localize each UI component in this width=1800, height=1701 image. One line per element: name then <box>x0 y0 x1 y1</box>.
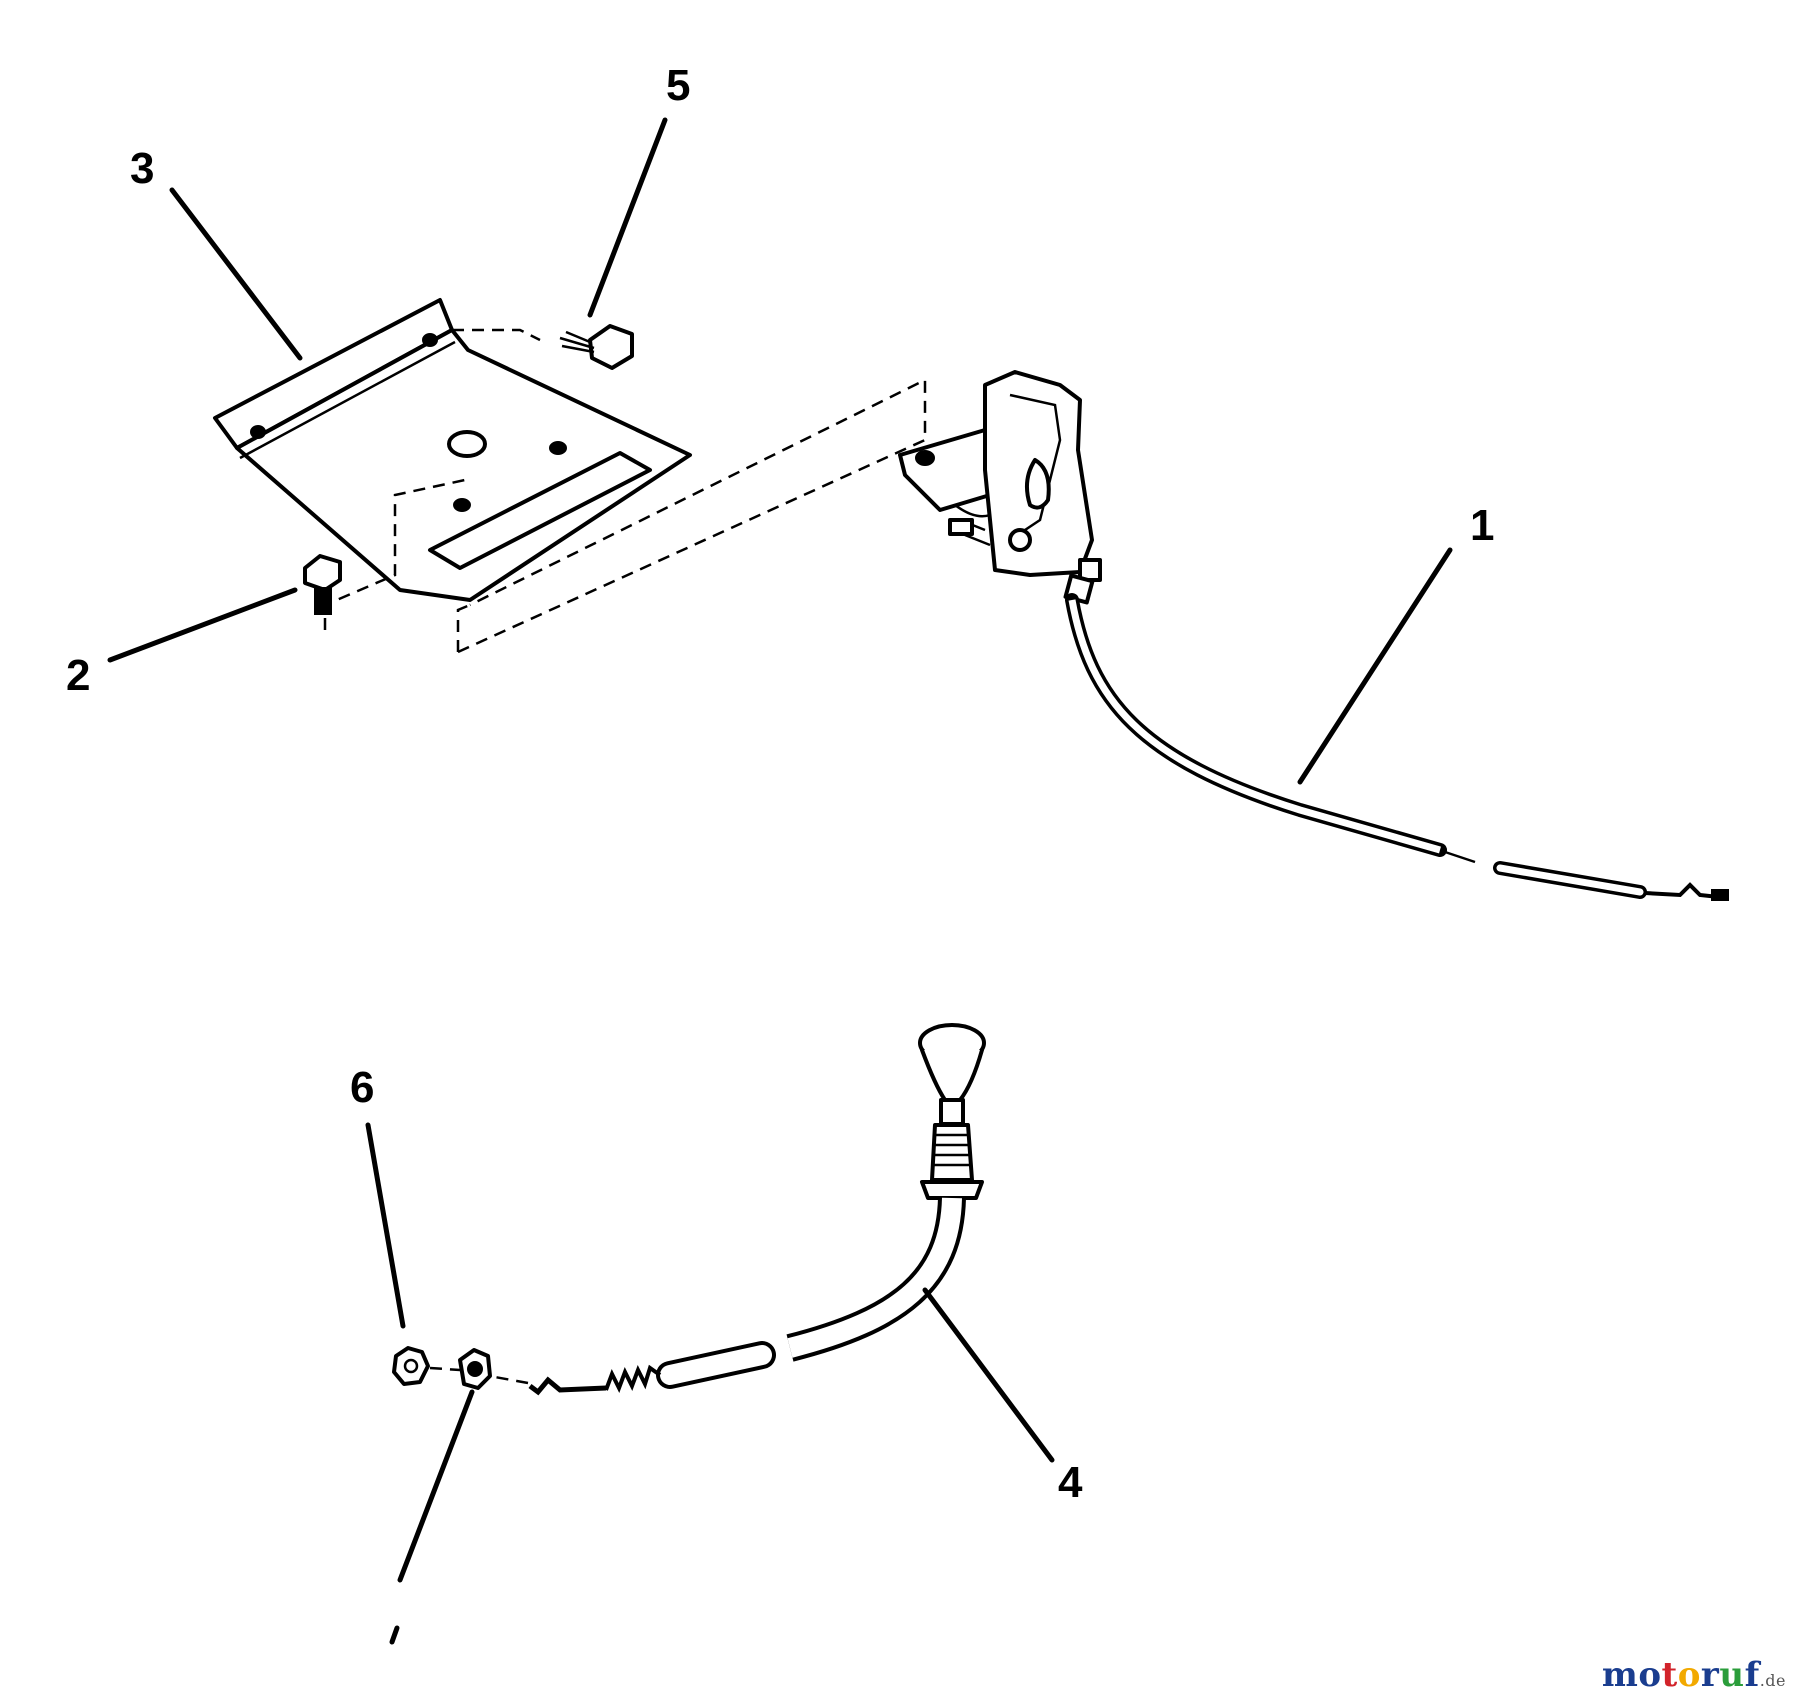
leader-lower-tail <box>389 1625 400 1645</box>
motoruf-watermark-logo: motoruf.de <box>1602 1655 1786 1695</box>
watermark-letters: motoruf <box>1602 1655 1760 1695</box>
leader-lower <box>397 1389 475 1583</box>
watermark-suffix: .de <box>1759 1671 1786 1690</box>
part-1-throttle-control <box>898 370 1729 901</box>
part-3-bracket <box>213 298 692 602</box>
callout-4: 4 <box>1058 1458 1083 1507</box>
watermark-letter: t <box>1661 1655 1678 1695</box>
callout-5: 5 <box>666 61 690 110</box>
watermark-letter: r <box>1700 1655 1720 1695</box>
part-2-bolt <box>303 554 342 615</box>
leader-5 <box>587 117 668 318</box>
part-5-screw <box>559 324 634 370</box>
watermark-letter: o <box>1677 1655 1701 1695</box>
leader-1 <box>1297 547 1453 785</box>
callout-3: 3 <box>130 144 154 193</box>
part-6-nut <box>392 1346 461 1386</box>
watermark-letter: m <box>1601 1655 1639 1695</box>
callout-1: 1 <box>1470 501 1494 550</box>
watermark-letter: u <box>1719 1655 1745 1695</box>
part-4-choke-control <box>477 1023 986 1396</box>
leader-3 <box>169 187 303 361</box>
part-nut-second <box>458 1348 492 1390</box>
leader-6 <box>365 1122 406 1329</box>
callout-2: 2 <box>66 651 90 700</box>
watermark-letter: f <box>1744 1655 1760 1695</box>
assembly-lines <box>323 328 927 654</box>
leader-lines <box>107 117 1453 1645</box>
watermark-letter: o <box>1638 1655 1662 1695</box>
callout-6: 6 <box>350 1063 374 1112</box>
leader-4 <box>922 1287 1055 1463</box>
leader-2 <box>107 587 298 663</box>
